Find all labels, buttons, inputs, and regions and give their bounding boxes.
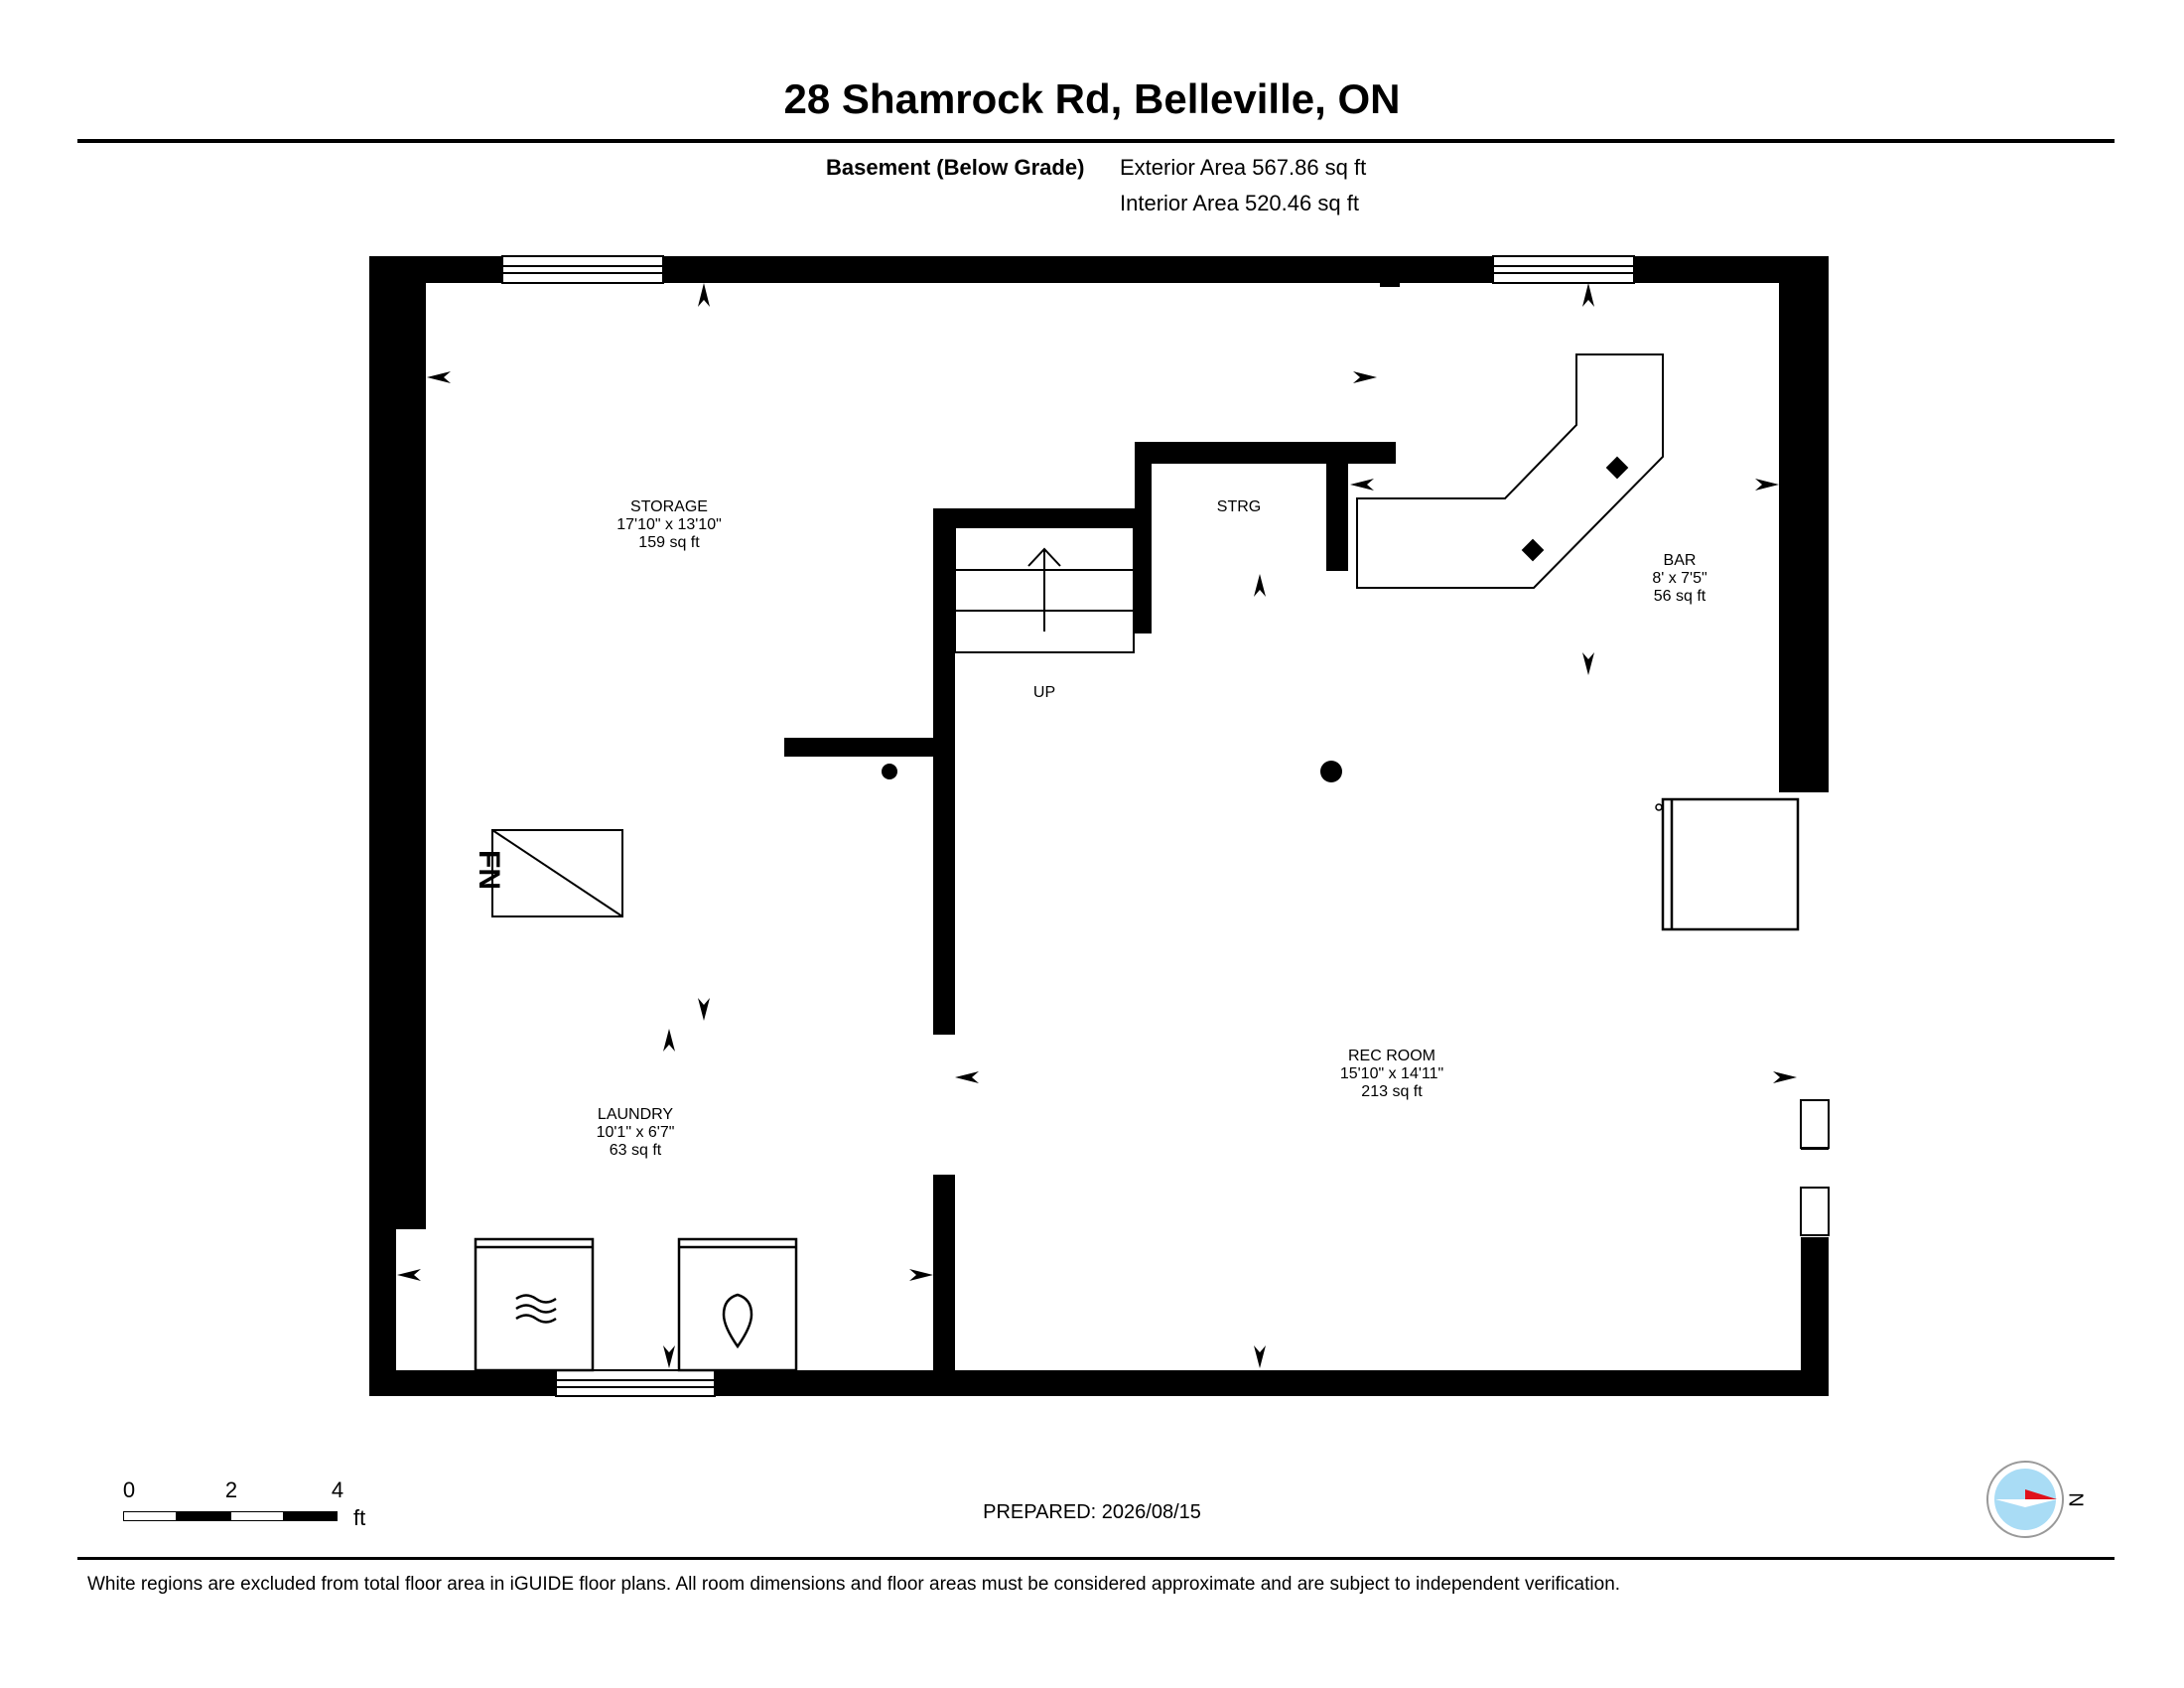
exterior-area: Exterior Area 567.86 sq ft [1120,155,1367,180]
scale-unit: ft [353,1505,366,1530]
photo-markers [397,283,1797,1368]
room-area: 159 sq ft [638,534,700,551]
bar-counter [1356,353,1664,589]
scale-tick-0: 0 [122,1477,136,1502]
compass-icon: N [1981,1455,2091,1544]
floor-label: Basement (Below Grade) [826,155,1085,180]
room-strg: STRG [1216,498,1262,515]
scale-segment [284,1511,338,1521]
room-area: 213 sq ft [1361,1083,1423,1100]
scale-bar: 0 2 4 ft [119,1477,377,1537]
scale-segment [230,1511,284,1521]
washer-dryer [474,1237,798,1372]
room-rec-room: REC ROOM 15'10" x 14'11" 213 sq ft [1340,1048,1443,1101]
stairs [954,526,1135,653]
room-bar: BAR 8' x 7'5" 56 sq ft [1652,552,1706,606]
room-name: STORAGE [630,498,708,515]
room-area: 56 sq ft [1653,588,1706,605]
room-name: BAR [1663,552,1697,569]
fireplace-unit [1661,797,1800,931]
room-storage: STORAGE 17'10" x 13'10" 159 sq ft [616,498,722,552]
room-name: REC ROOM [1347,1048,1435,1064]
stairs-up-label: UP [1032,684,1056,701]
prepared-date: PREPARED: 2026/08/15 [983,1501,1201,1523]
room-laundry: LAUNDRY 10'1" x 6'7" 63 sq ft [597,1106,675,1160]
header-divider [77,139,2115,143]
scale-segment [123,1511,177,1521]
disclaimer: White regions are excluded from total fl… [87,1574,1621,1595]
interior-walls [784,278,1400,1373]
scale-tick-2: 2 [224,1477,238,1502]
page-title: 28 Shamrock Rd, Belleville, ON [783,75,1401,122]
room-dims: 17'10" x 13'10" [616,516,722,533]
room-dims: 10'1" x 6'7" [596,1124,675,1141]
room-dims: 15'10" x 14'11" [1339,1065,1444,1082]
furnace [491,829,623,917]
exterior-walls [369,256,1829,1396]
room-area: 63 sq ft [609,1142,662,1159]
room-name: LAUNDRY [597,1106,674,1123]
interior-area: Interior Area 520.46 sq ft [1120,191,1359,215]
footer-divider [77,1557,2115,1560]
compass-north-label: N [2064,1492,2087,1507]
room-dims: 8' x 7'5" [1652,570,1707,587]
windows [501,255,1830,1397]
scale-tick-4: 4 [331,1477,344,1502]
scale-segment [177,1511,230,1521]
furnace-label: FN [473,850,505,890]
